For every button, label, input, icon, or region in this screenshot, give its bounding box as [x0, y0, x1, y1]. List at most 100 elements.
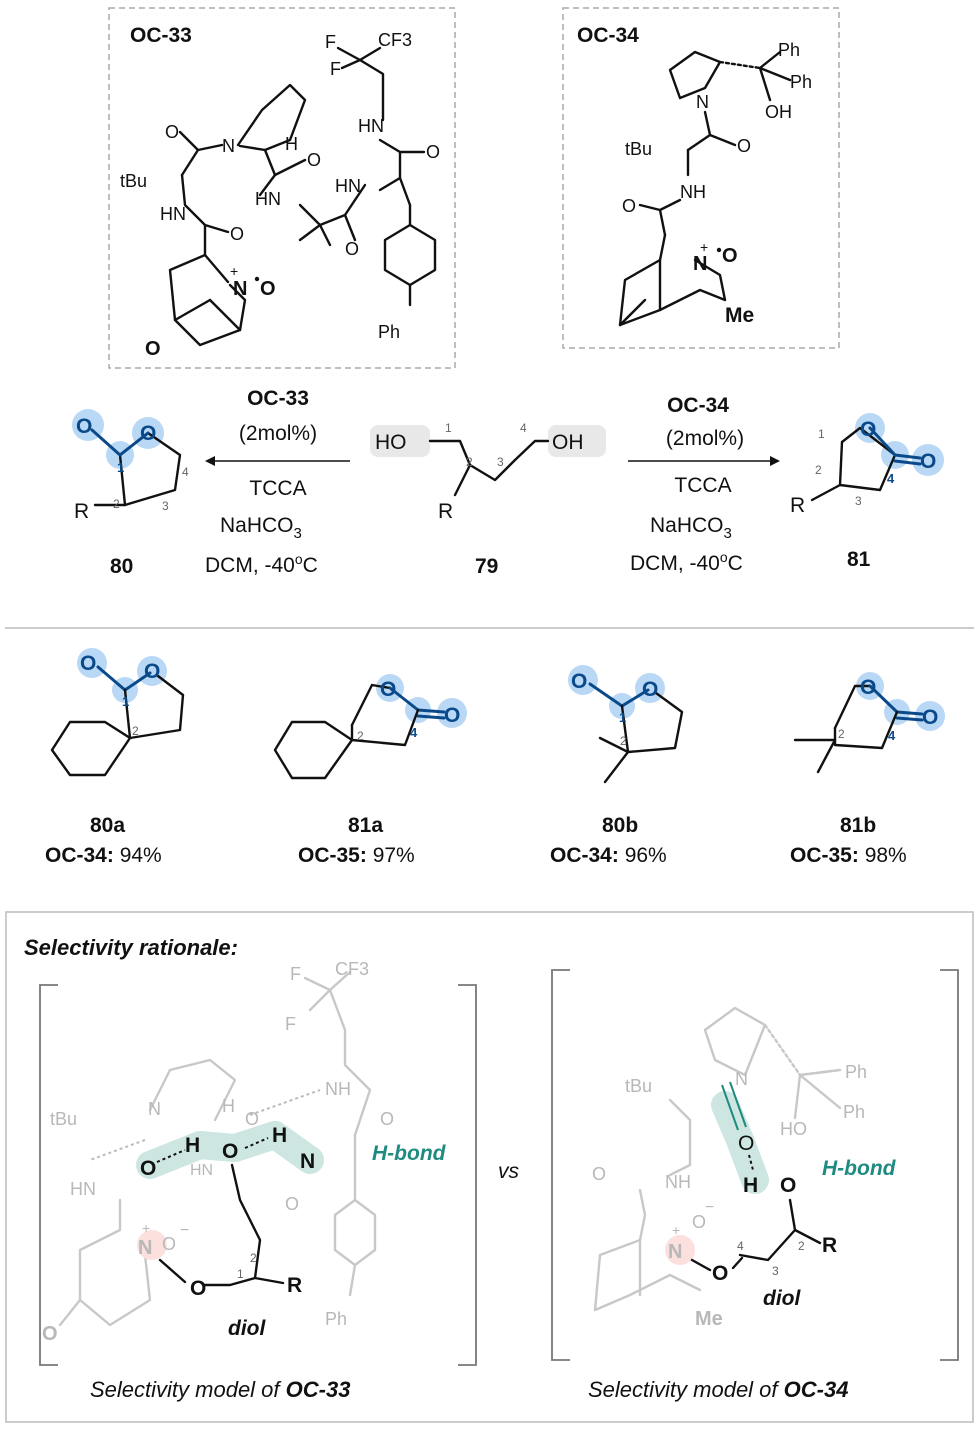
- sm-label: 79: [475, 555, 498, 578]
- l-o3: O: [380, 1109, 394, 1129]
- atom-tbu: tBu: [625, 139, 652, 159]
- ex3-o2: O: [642, 678, 658, 701]
- l-h-ring: H: [222, 1096, 235, 1116]
- r-r: R: [822, 1234, 837, 1257]
- l-o6: O: [285, 1194, 299, 1214]
- l-tbu: tBu: [50, 1109, 77, 1129]
- atom-o-rad: O: [722, 245, 738, 267]
- l-n1: N: [300, 1150, 315, 1173]
- ex2-yield: OC-35: 97%: [298, 844, 415, 867]
- atom-n-ox: N: [693, 253, 707, 275]
- atom-o2: O: [307, 150, 321, 170]
- atom-o4: O: [230, 224, 244, 244]
- atom-ph: Ph: [378, 322, 400, 342]
- l-hn: HN: [190, 1162, 213, 1179]
- r-ph2: Ph: [843, 1102, 865, 1122]
- oc34-box: [562, 7, 840, 349]
- oc33-label: OC-33: [130, 24, 192, 47]
- l-cf3: CF3: [335, 959, 369, 979]
- right-r2: NaHCO3: [650, 514, 732, 542]
- r-nh: NH: [665, 1172, 691, 1192]
- p80-n4: 4: [182, 465, 189, 479]
- l-hn2: HN: [70, 1179, 96, 1199]
- ex2-label: 81a: [348, 814, 383, 837]
- r-minus: −: [705, 1199, 714, 1216]
- ex4-o1: O: [860, 676, 876, 699]
- ex4-n2: 2: [838, 727, 845, 741]
- rationale-box: [5, 911, 974, 1423]
- l-hbond: H-bond: [372, 1142, 447, 1165]
- r-plus: +: [672, 1222, 680, 1238]
- p80-r: R: [74, 500, 89, 523]
- ex3-n1: 1: [619, 710, 626, 725]
- right-loading: (2mol%): [666, 427, 744, 450]
- l-o5: O: [245, 1109, 259, 1129]
- sm-ho: HO: [375, 431, 407, 454]
- r-o-am: O: [592, 1164, 606, 1184]
- atom-o-top: O: [426, 142, 440, 162]
- r-ho: HO: [780, 1119, 807, 1139]
- vs-label: vs: [498, 1160, 520, 1183]
- p81-n3: 3: [855, 494, 862, 508]
- ex3-yield: OC-34: 96%: [550, 844, 667, 867]
- atom-hn1: HN: [335, 176, 361, 196]
- sm-n2: 2: [466, 455, 473, 469]
- ex1-label: 80a: [90, 814, 125, 837]
- left-loading: (2mol%): [239, 422, 317, 445]
- atom-oh: OH: [765, 102, 792, 122]
- atom-o3: O: [345, 239, 359, 259]
- ex4-n1: 4: [888, 728, 896, 743]
- atom-n: N: [222, 136, 235, 156]
- oc34-label: OC-34: [577, 24, 639, 47]
- l-h1: H: [185, 1134, 200, 1157]
- l-plus: +: [142, 1220, 150, 1236]
- sm-oh: OH: [552, 431, 584, 454]
- atom-o: O: [737, 136, 751, 156]
- atom-o2: O: [622, 196, 636, 216]
- l-nh: NH: [325, 1079, 351, 1099]
- sm-n3: 3: [497, 455, 504, 469]
- l-r: R: [287, 1274, 302, 1297]
- atom-hn2: HN: [255, 189, 281, 209]
- l-f1: F: [290, 964, 301, 984]
- sm-n4: 4: [520, 421, 527, 435]
- examples-row: O O 1 2 80a OC-34: 94% O O 4 2 81a OC-35…: [45, 648, 945, 867]
- ex1-n2: 2: [132, 724, 139, 738]
- ex1-yield: OC-34: 94%: [45, 844, 162, 867]
- ex4-yield: OC-35: 98%: [790, 844, 907, 867]
- p81-n2: 2: [815, 463, 822, 477]
- r-n-ox: N: [668, 1241, 682, 1263]
- ex3-label: 80b: [602, 814, 638, 837]
- l-o-ether: O: [42, 1323, 58, 1345]
- p80-o1: O: [76, 415, 92, 438]
- l-n-ox: N: [138, 1237, 152, 1259]
- ex3-n2: 2: [620, 734, 627, 748]
- atom-ph1: Ph: [778, 40, 800, 60]
- oc33-structure: OC-33 F F CF3 HN O HN Ph N H O O tBu HN: [120, 24, 440, 360]
- atom-me: Me: [725, 304, 754, 327]
- left-r2: NaHCO3: [220, 514, 302, 542]
- l-h2: H: [272, 1124, 287, 1147]
- atom-ph2: Ph: [790, 72, 812, 92]
- atom-f2: F: [330, 59, 341, 79]
- atom-hn3: HN: [160, 204, 186, 224]
- oc33-box: [108, 7, 456, 369]
- r-o-eth: O: [712, 1262, 728, 1285]
- reaction-row: O O R 1 2 3 4 80 OC-33 (2mol%) TCCA NaHC…: [72, 387, 944, 578]
- l-num1: 1: [237, 1267, 244, 1281]
- ex2-o1: O: [380, 678, 396, 701]
- l-o2: O: [222, 1140, 238, 1163]
- p81-o2: O: [920, 450, 936, 473]
- left-r3: DCM, -40oC: [205, 551, 318, 577]
- p80-n2: 2: [113, 497, 120, 511]
- left-cat: OC-33: [247, 387, 309, 410]
- p81-n4: 4: [887, 471, 895, 486]
- r-n: N: [735, 1069, 748, 1089]
- ex1-o1: O: [80, 652, 96, 675]
- atom-n: N: [696, 92, 709, 112]
- r-tbu: tBu: [625, 1076, 652, 1096]
- right-model: Ph Ph HO N tBu NH O Me O H O H-bond N + …: [551, 969, 959, 1402]
- p81-r: R: [790, 494, 805, 517]
- atom-nh: NH: [680, 182, 706, 202]
- r-ph1: Ph: [845, 1062, 867, 1082]
